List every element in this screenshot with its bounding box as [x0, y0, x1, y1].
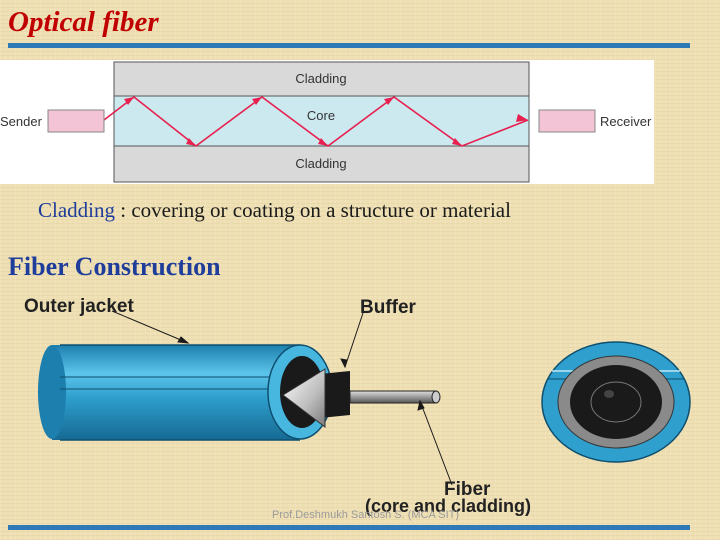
- definition-term: Cladding: [38, 198, 115, 222]
- sender-label: Sender: [0, 114, 43, 129]
- receiver-label: Receiver: [600, 114, 652, 129]
- bottom-cladding-label: Cladding: [295, 156, 346, 171]
- receiver-block: [538, 109, 596, 133]
- outer-jacket-label: Outer jacket: [24, 296, 134, 317]
- cladding-definition: Cladding : covering or coating on a stru…: [38, 198, 511, 223]
- light-propagation-diagram: Cladding Core Cladding Sender Receiver: [0, 60, 654, 184]
- fiber-note-label: (core and cladding): [365, 496, 531, 516]
- slide-title: Optical fiber: [8, 6, 159, 38]
- bottom-divider: [8, 525, 690, 530]
- section-heading: Fiber Construction: [8, 252, 221, 281]
- light-ray-arrows: [124, 97, 528, 146]
- cable-cross-section: [541, 341, 691, 463]
- light-ray-path: [103, 95, 529, 148]
- bottom-cladding-layer: [113, 145, 530, 183]
- core-layer: [113, 95, 530, 147]
- buffer-label: Buffer: [360, 297, 417, 318]
- fiber-label: Fiber: [444, 479, 491, 500]
- title-divider: [8, 43, 690, 48]
- buffer-and-fiber: [282, 368, 441, 429]
- fiber-construction-diagram: Outer jacket Buffer Fiber (core and clad…: [0, 285, 720, 530]
- slide-footer: Prof.Deshmukh Santosh S. (MCA SIT): [272, 509, 460, 521]
- callout-lines: [111, 310, 453, 486]
- top-cladding-label: Cladding: [295, 71, 346, 86]
- definition-text: : covering or coating on a structure or …: [115, 198, 511, 222]
- top-cladding-layer: [113, 61, 530, 97]
- core-label: Core: [307, 108, 335, 123]
- sender-block: [47, 109, 105, 133]
